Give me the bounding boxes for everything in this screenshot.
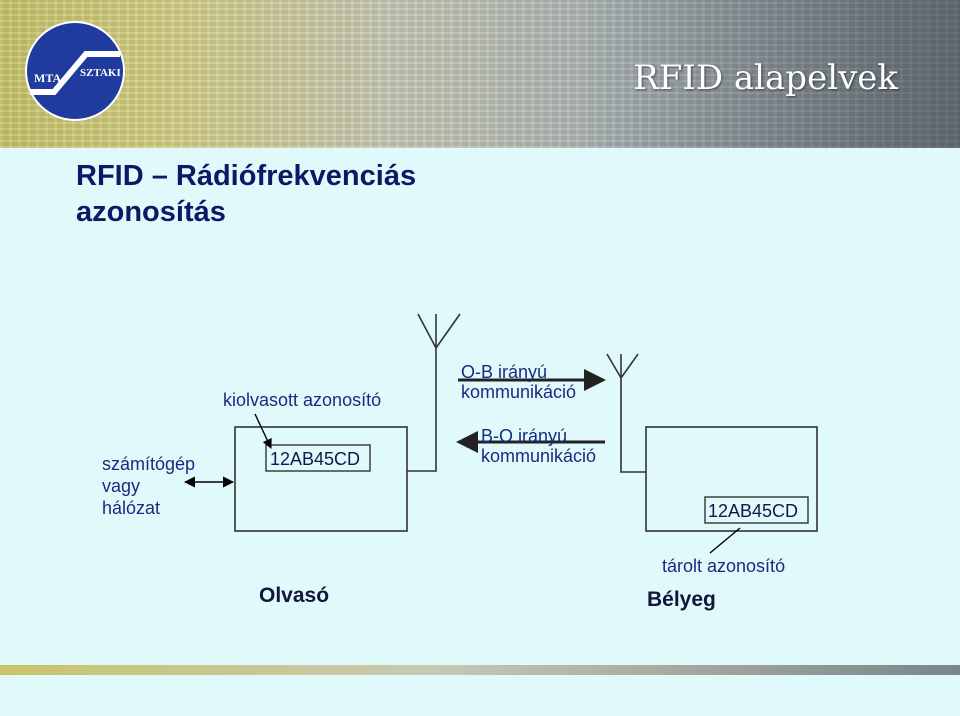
- bo-label-line-2: kommunikáció: [481, 446, 596, 466]
- computer-label-line-1: számítógép: [102, 453, 195, 475]
- tag-id-value: 12AB45CD: [708, 501, 798, 522]
- footer-strip: [0, 665, 960, 675]
- read-id-label: kiolvasott azonosító: [223, 390, 381, 411]
- stored-id-label: tárolt azonosító: [662, 556, 785, 577]
- tag-antenna: [607, 354, 646, 472]
- reader-label: Olvasó: [259, 584, 329, 608]
- ob-label: O-B irányú kommunikáció: [461, 362, 576, 402]
- bo-arrow-head: [456, 431, 478, 453]
- bo-label-line-1: B-O irányú: [481, 426, 596, 446]
- ob-label-line-1: O-B irányú: [461, 362, 576, 382]
- reader-antenna: [407, 314, 460, 471]
- computer-label-line-2: vagy: [102, 475, 195, 497]
- bo-label: B-O irányú kommunikáció: [481, 426, 596, 466]
- ob-label-line-2: kommunikáció: [461, 382, 576, 402]
- reader-box: [235, 427, 407, 531]
- tag-label: Bélyeg: [647, 588, 716, 612]
- computer-label: számítógép vagy hálózat: [102, 453, 195, 519]
- computer-label-line-3: hálózat: [102, 497, 195, 519]
- reader-id-value: 12AB45CD: [270, 449, 360, 470]
- read-id-leader: [255, 414, 271, 448]
- ob-arrow-head: [584, 369, 606, 391]
